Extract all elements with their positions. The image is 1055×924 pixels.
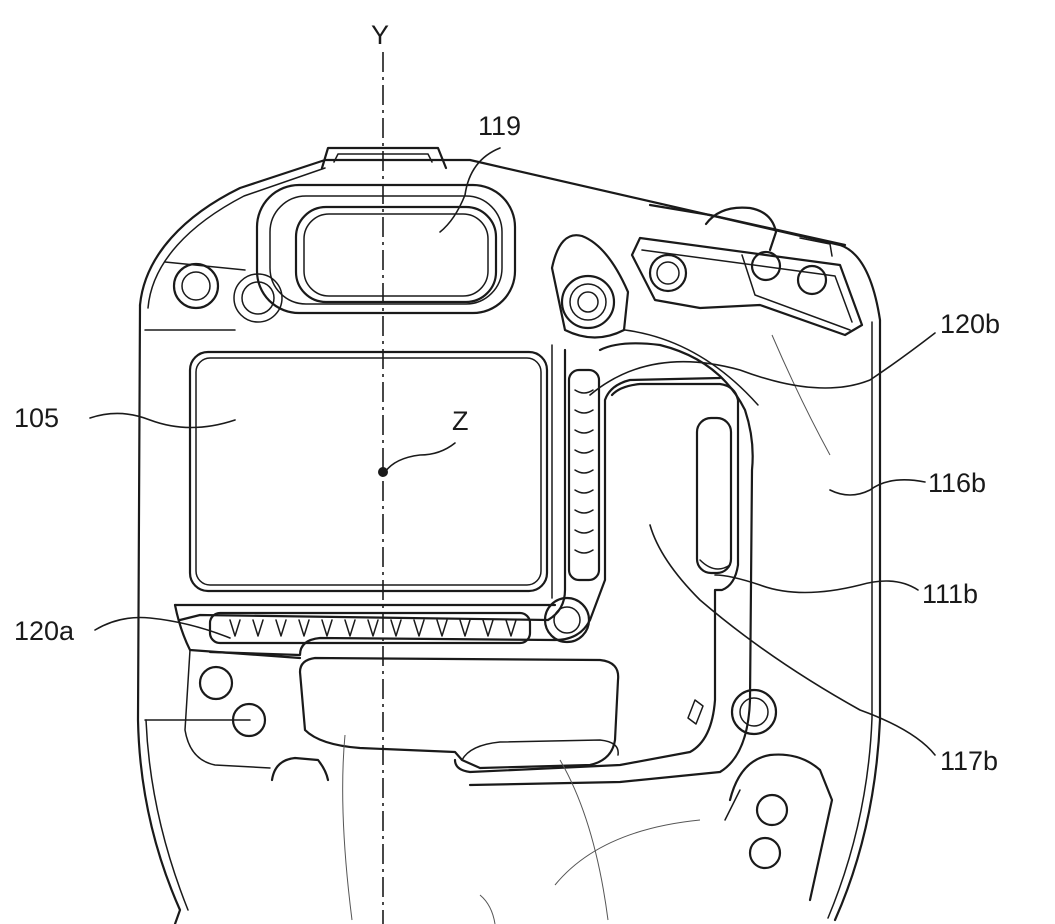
label-z: Z xyxy=(452,406,469,436)
leader-117b xyxy=(649,524,936,756)
leader-116b xyxy=(829,479,926,496)
label-117b: 117b xyxy=(940,746,998,776)
label-111b: 111b xyxy=(922,579,978,609)
leader-120b xyxy=(589,332,936,396)
vent-frame xyxy=(173,344,722,660)
eyepiece xyxy=(255,183,517,315)
axis-label-y: Y xyxy=(371,20,389,50)
grip-frame xyxy=(453,329,759,787)
leader-105 xyxy=(89,412,236,429)
center-point-z xyxy=(378,467,388,477)
leader-z xyxy=(384,442,456,473)
camera-body-outline xyxy=(136,158,882,924)
top-dial xyxy=(648,203,847,257)
vent-vertical xyxy=(567,368,601,582)
label-120b: 120b xyxy=(940,309,1000,339)
leader-119 xyxy=(439,147,501,233)
junction-screw xyxy=(543,596,591,644)
surface-contours xyxy=(342,334,831,924)
y-axis xyxy=(378,52,388,924)
top-right-plate xyxy=(630,236,864,337)
lower-recess xyxy=(270,656,620,782)
label-120a: 120a xyxy=(14,616,75,646)
bottom-left-screws xyxy=(184,649,271,769)
leader-120a xyxy=(94,616,231,639)
label-105: 105 xyxy=(14,403,59,433)
reference-labels: Y Z 119 105 120b 116b 111b 120a 117b xyxy=(14,20,1000,776)
label-116b: 116b xyxy=(928,468,986,498)
leader-lines xyxy=(89,147,936,756)
left-screws xyxy=(164,261,283,323)
right-lower-screws xyxy=(724,688,834,902)
label-119: 119 xyxy=(478,111,521,141)
leader-111b xyxy=(714,574,919,594)
rear-display xyxy=(188,350,549,593)
vent-horizontal xyxy=(208,611,532,645)
hot-shoe xyxy=(320,146,448,170)
rear-dial xyxy=(550,234,630,339)
